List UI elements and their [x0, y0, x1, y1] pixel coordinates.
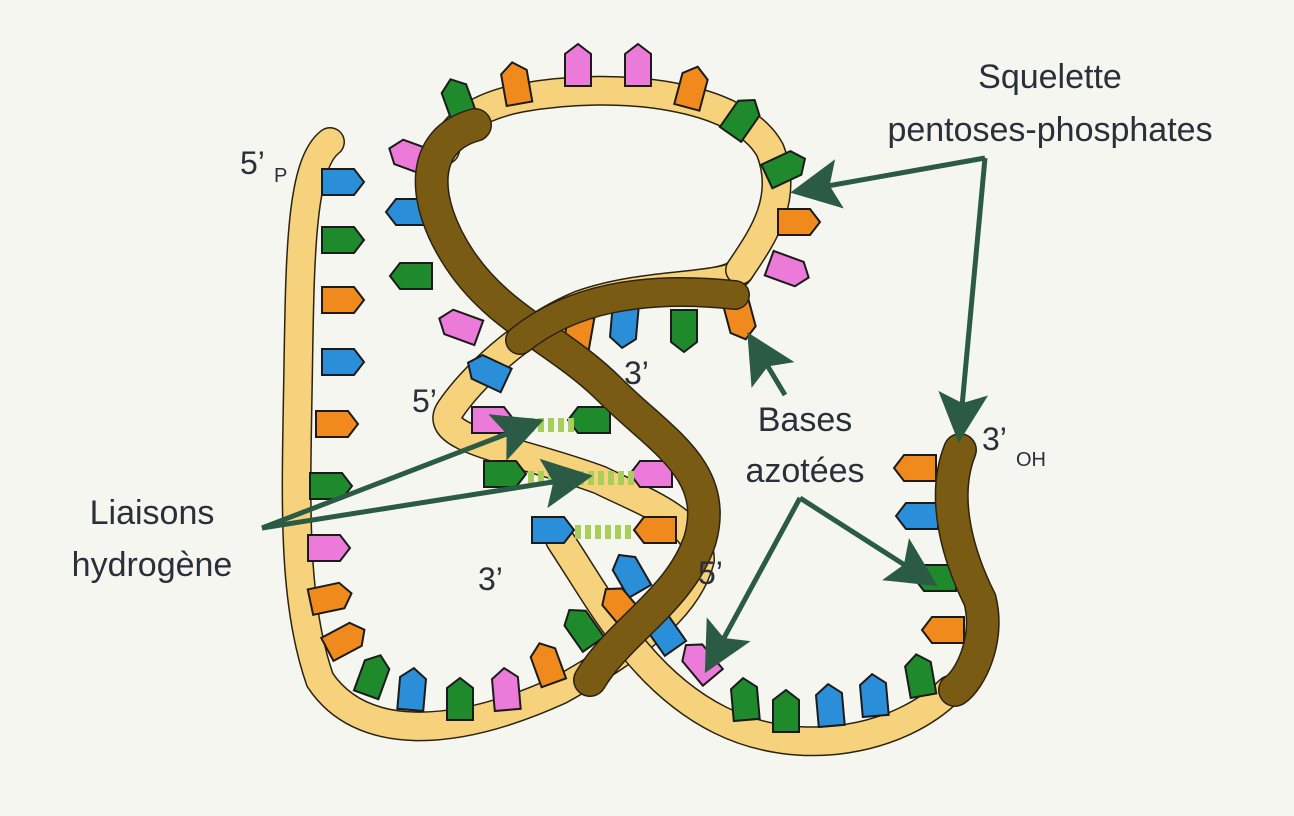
nitrogenous-base: [920, 616, 965, 644]
nitrogenous-base: [892, 454, 937, 482]
arrow-liaisons-to-bond-2: [261, 458, 593, 531]
label-squelette-line1: Squelette: [978, 58, 1122, 96]
nitrogenous-base: [566, 406, 611, 434]
nitrogenous-base: [763, 249, 810, 288]
arrow-bases-to-lower: [704, 496, 803, 674]
nitrogenous-base: [306, 581, 353, 617]
nitrogenous-base: [729, 676, 761, 723]
backbone-dark: [414, 108, 1000, 707]
label-3oh-sub: OH: [1016, 449, 1046, 471]
nitrogenous-base: [718, 98, 761, 144]
label-3-inner: 3’: [624, 355, 649, 391]
label-3oh-main: 3’: [982, 421, 1007, 457]
nitrogenous-base: [315, 410, 360, 438]
nitrogenous-base: [321, 286, 366, 314]
nitrogenous-base: [564, 42, 592, 87]
nitrogenous-base: [814, 682, 846, 729]
label-liaisons-line2: hydrogène: [72, 546, 233, 584]
label-bases-line1: Bases: [758, 401, 853, 439]
label-bases-line2: azotées: [745, 452, 864, 490]
arrow-bases-to-right: [798, 495, 938, 587]
nitrogenous-base: [894, 502, 939, 530]
nitrogenous-base: [307, 534, 352, 562]
nitrogenous-base: [673, 65, 709, 112]
label-5-lower: 5’: [698, 555, 723, 591]
nitrogenous-base: [490, 666, 522, 713]
nitrogenous-base: [321, 348, 366, 376]
nitrogenous-base: [321, 226, 366, 254]
nitrogenous-base: [321, 168, 366, 196]
labels: Squelette pentoses-phosphates Bases azot…: [72, 58, 1213, 597]
nitrogenous-base: [471, 406, 516, 434]
label-5p-main: 5’: [240, 145, 265, 181]
nitrogenous-base: [529, 642, 568, 689]
nitrogenous-base: [858, 672, 890, 719]
nitrogenous-base: [670, 309, 698, 354]
label-liaisons-line1: Liaisons: [90, 494, 215, 532]
nitrogenous-base: [396, 666, 428, 713]
nitrogenous-base: [438, 308, 485, 347]
nitrogenous-base: [531, 516, 576, 544]
arrow-liaisons-to-bond-1: [261, 414, 545, 531]
nitrogenous-base: [352, 654, 391, 701]
nitrogenous-base: [446, 676, 474, 721]
arrow-squelette-to-loop: [790, 155, 986, 209]
nitrogenous-base: [611, 553, 653, 600]
nitrogenous-base: [772, 688, 800, 733]
nitrogenous-base: [483, 460, 528, 488]
nitrogenous-base: [319, 621, 366, 663]
nitrogenous-base: [500, 61, 534, 108]
arrow-bases-to-top: [747, 332, 795, 397]
nitrogenous-base: [632, 516, 677, 544]
label-3-lower: 3’: [478, 561, 503, 597]
nitrogenous-base: [388, 262, 433, 290]
label-5p-sub: P: [274, 165, 287, 187]
nitrogenous-bases: [306, 42, 965, 733]
pointer-arrows: [261, 155, 989, 674]
arrow-squelette-to-3oh: [938, 157, 989, 443]
nitrogenous-base: [904, 653, 938, 700]
nitrogenous-base: [777, 208, 822, 236]
label-5-inner: 5’: [412, 383, 437, 419]
nitrogenous-base: [466, 354, 513, 394]
nitrogenous-base: [309, 472, 354, 500]
nitrogenous-base: [624, 42, 652, 87]
label-squelette-line2: pentoses-phosphates: [887, 111, 1212, 149]
